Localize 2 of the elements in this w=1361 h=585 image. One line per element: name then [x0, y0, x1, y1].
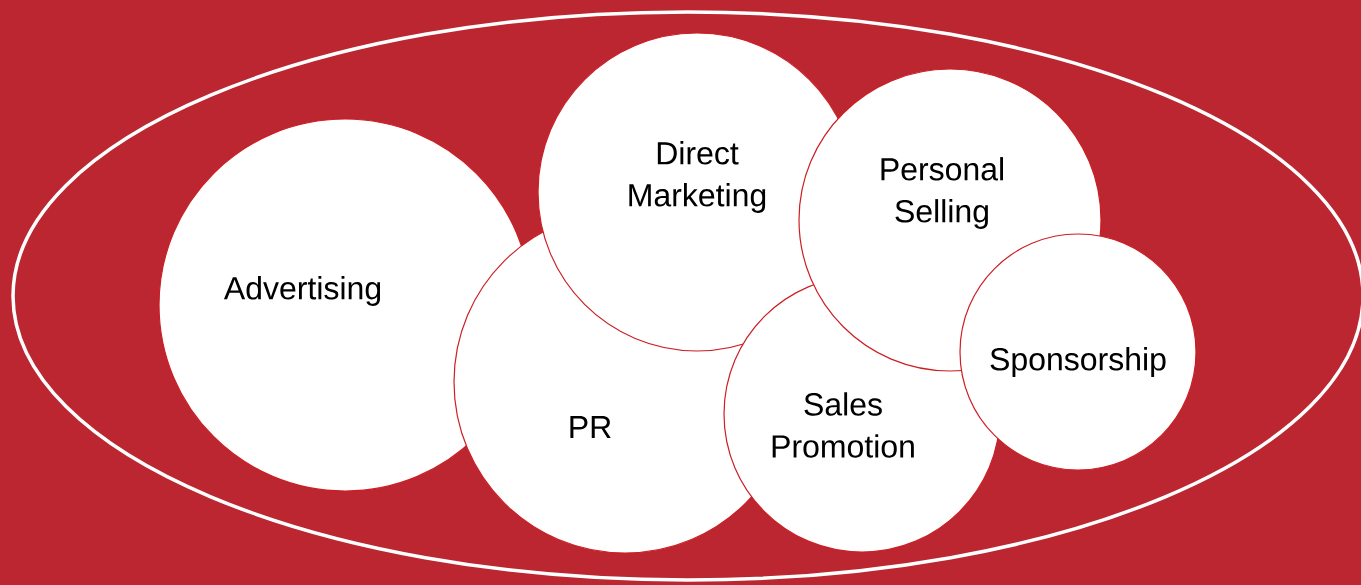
bubble: Advertising: [158, 118, 532, 492]
bubble: Sponsorship: [959, 233, 1197, 471]
